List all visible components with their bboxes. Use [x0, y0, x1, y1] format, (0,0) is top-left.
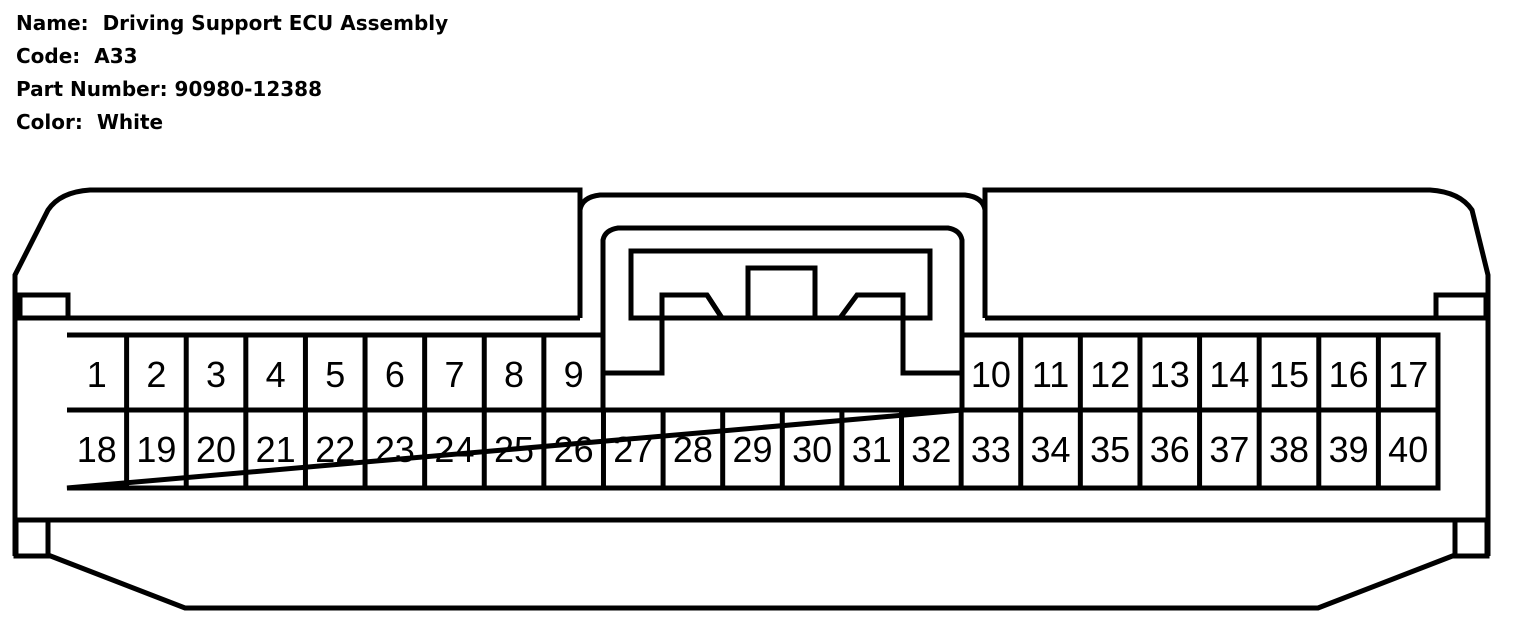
- pin-label: 6: [385, 354, 405, 395]
- pin-label: 11: [1032, 354, 1069, 395]
- left-foot: [13, 517, 51, 559]
- pin-label: 16: [1329, 354, 1369, 395]
- pin-label: 25: [494, 429, 534, 470]
- part-number-label: Part Number:: [16, 77, 168, 101]
- pin-block: [66, 332, 1441, 491]
- name-label: Name:: [16, 11, 89, 35]
- pin-label: 5: [325, 354, 345, 395]
- pin-label: 1: [87, 354, 107, 395]
- pin-label: 2: [146, 354, 166, 395]
- lock-tab-outer: [577, 192, 988, 318]
- lock-key-diag-left: [704, 293, 725, 320]
- connector-info: Name: Driving Support ECU Assembly Code:…: [16, 7, 448, 139]
- pin-label: 26: [554, 429, 594, 470]
- pin-label: 30: [792, 429, 832, 470]
- right-foot: [1452, 517, 1490, 559]
- pin-label: 13: [1150, 354, 1190, 395]
- code-label: Code:: [16, 44, 81, 68]
- pin-label: 18: [77, 429, 117, 470]
- pin-label: 31: [852, 429, 892, 470]
- code-line: Code: A33: [16, 40, 448, 73]
- lock-key: [603, 265, 962, 376]
- pin-label: 27: [613, 429, 653, 470]
- pin-label: 28: [673, 429, 713, 470]
- bottom-dividers: [124, 410, 1381, 488]
- pin-label: 34: [1031, 429, 1071, 470]
- pin-label: 40: [1388, 429, 1428, 470]
- connector-name: Driving Support ECU Assembly: [102, 11, 449, 35]
- pin-label: 33: [971, 429, 1011, 470]
- pin-label: 32: [911, 429, 951, 470]
- part-number-line: Part Number: 90980-12388: [16, 73, 448, 106]
- pin-label: 20: [196, 429, 236, 470]
- pin-label: 8: [504, 354, 524, 395]
- pin-label: 35: [1090, 429, 1130, 470]
- pin-label: 3: [206, 354, 226, 395]
- connector-housing-top: [12, 187, 1491, 556]
- pin-label: 4: [266, 354, 286, 395]
- pin-label: 17: [1388, 354, 1428, 395]
- pin-label: 14: [1209, 354, 1249, 395]
- pin-label: 37: [1209, 429, 1249, 470]
- pin-label: 23: [375, 429, 415, 470]
- pin-label: 39: [1329, 429, 1369, 470]
- pin-label: 7: [444, 354, 464, 395]
- lock-tab-inner: [600, 225, 965, 335]
- part-number: 90980-12388: [174, 77, 322, 101]
- pin-label: 22: [315, 429, 355, 470]
- color-line: Color: White: [16, 106, 448, 139]
- pin-label: 38: [1269, 429, 1309, 470]
- connector-code: A33: [94, 44, 138, 68]
- connector-color: White: [96, 110, 164, 134]
- left-latch: [17, 292, 71, 321]
- top-left-dividers: [124, 335, 547, 410]
- pin-label: 19: [136, 429, 176, 470]
- pin-label: 9: [564, 354, 584, 395]
- color-label: Color:: [16, 110, 83, 134]
- pin-label: 36: [1150, 429, 1190, 470]
- pin-label: 21: [256, 429, 296, 470]
- pin-label: 24: [434, 429, 474, 470]
- pin-label: 12: [1090, 354, 1130, 395]
- name-line: Name: Driving Support ECU Assembly: [16, 7, 448, 40]
- right-latch: [1433, 292, 1489, 321]
- lock-window: [628, 248, 933, 321]
- top-right-dividers: [1018, 335, 1381, 410]
- connector-housing-outline: [45, 548, 1458, 611]
- pin-label: 29: [732, 429, 772, 470]
- pin-label: 15: [1269, 354, 1309, 395]
- pin-label: 10: [971, 354, 1011, 395]
